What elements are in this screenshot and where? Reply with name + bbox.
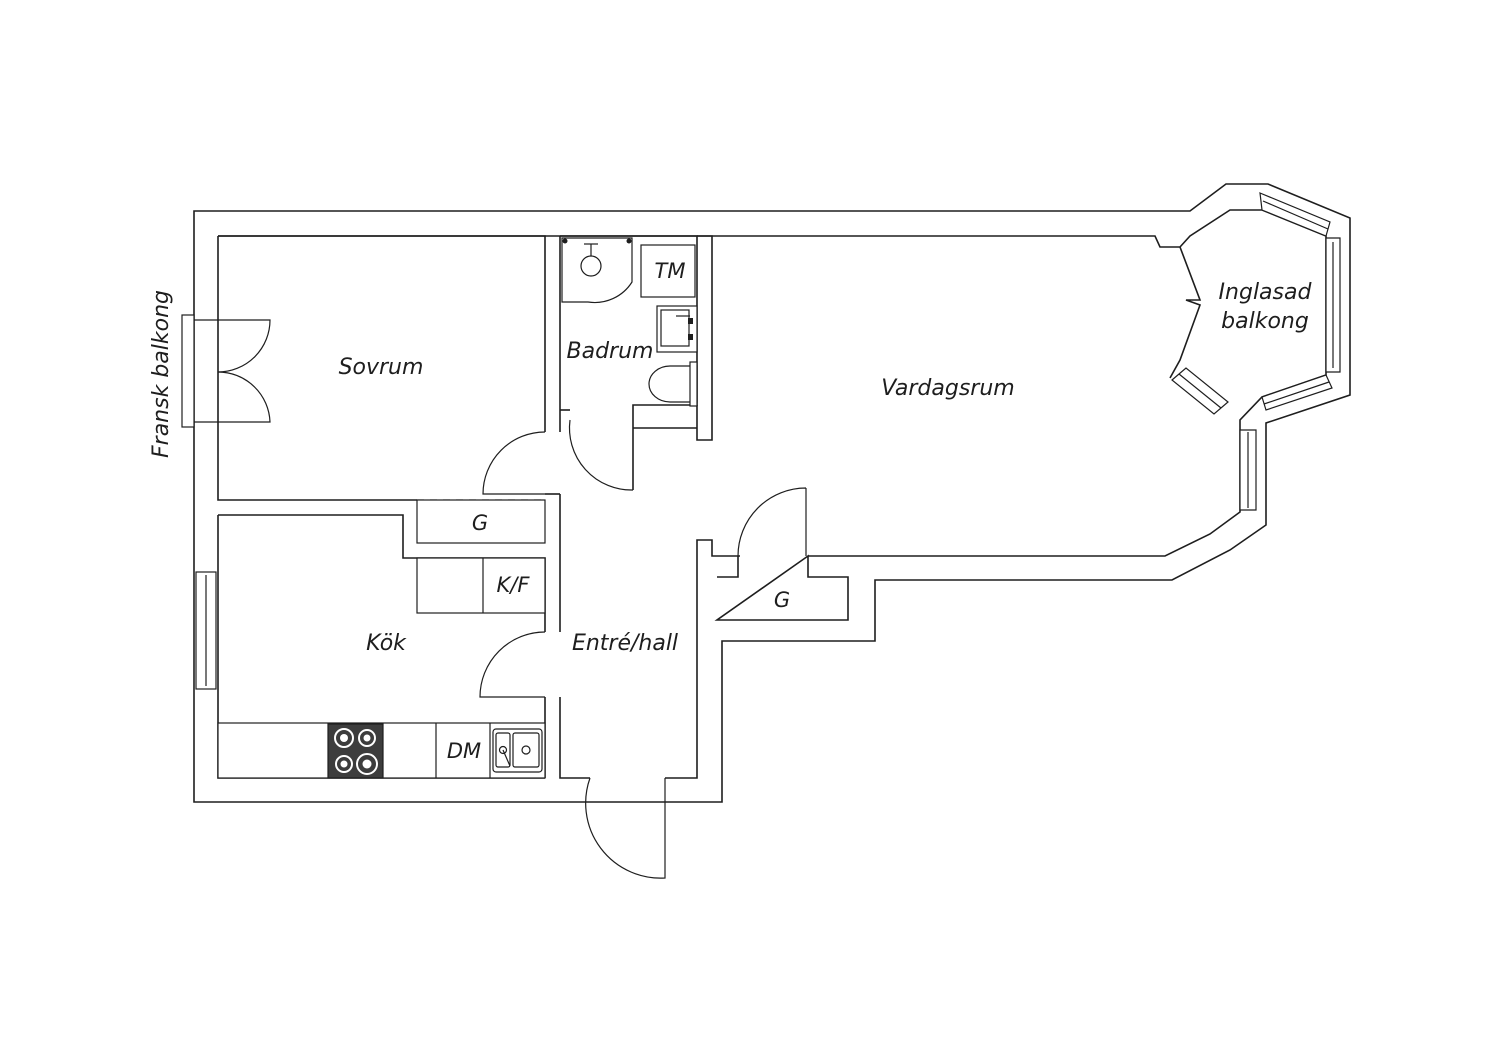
sovrum-wardrobe <box>416 499 546 544</box>
kitchen-sink <box>492 728 543 773</box>
room-label-badrum: Badrum <box>567 339 654 364</box>
toilet <box>648 361 698 407</box>
room-label-inglasad-balkong-1: Inglasad <box>1219 280 1313 305</box>
hall-wardrobe-walls <box>714 554 849 621</box>
balcony-partition <box>1169 246 1202 379</box>
room-label-sovrum: Sovrum <box>339 355 424 380</box>
fixture-label-tvattmaskin: TM <box>655 259 686 283</box>
fixture-label-garderob-2: G <box>774 588 790 612</box>
washing-machine <box>640 244 696 298</box>
kyl-frys <box>416 557 546 614</box>
room-label-fransk-balkong: Fransk balkong <box>149 290 174 458</box>
labels: Sovrum Badrum Vardagsrum Inglasad balkon… <box>149 259 1312 763</box>
stove <box>327 723 384 779</box>
room-label-entre-hall: Entré/hall <box>572 631 678 656</box>
bathroom-sink <box>656 305 698 353</box>
french-balcony-window <box>181 314 271 428</box>
fixture-label-garderob-1: G <box>472 511 488 535</box>
exterior-walls <box>193 183 1351 803</box>
fixture-label-diskmaskin: DM <box>447 739 481 763</box>
kitchen-window <box>195 571 217 690</box>
room-label-kok: Kök <box>366 631 407 656</box>
shower <box>561 237 633 304</box>
bay-windows <box>1171 192 1341 511</box>
room-label-vardagsrum: Vardagsrum <box>881 376 1014 401</box>
fixture-label-kyl-frys: K/F <box>497 573 531 597</box>
room-label-inglasad-balkong-2: balkong <box>1221 309 1309 334</box>
doors <box>479 419 807 879</box>
